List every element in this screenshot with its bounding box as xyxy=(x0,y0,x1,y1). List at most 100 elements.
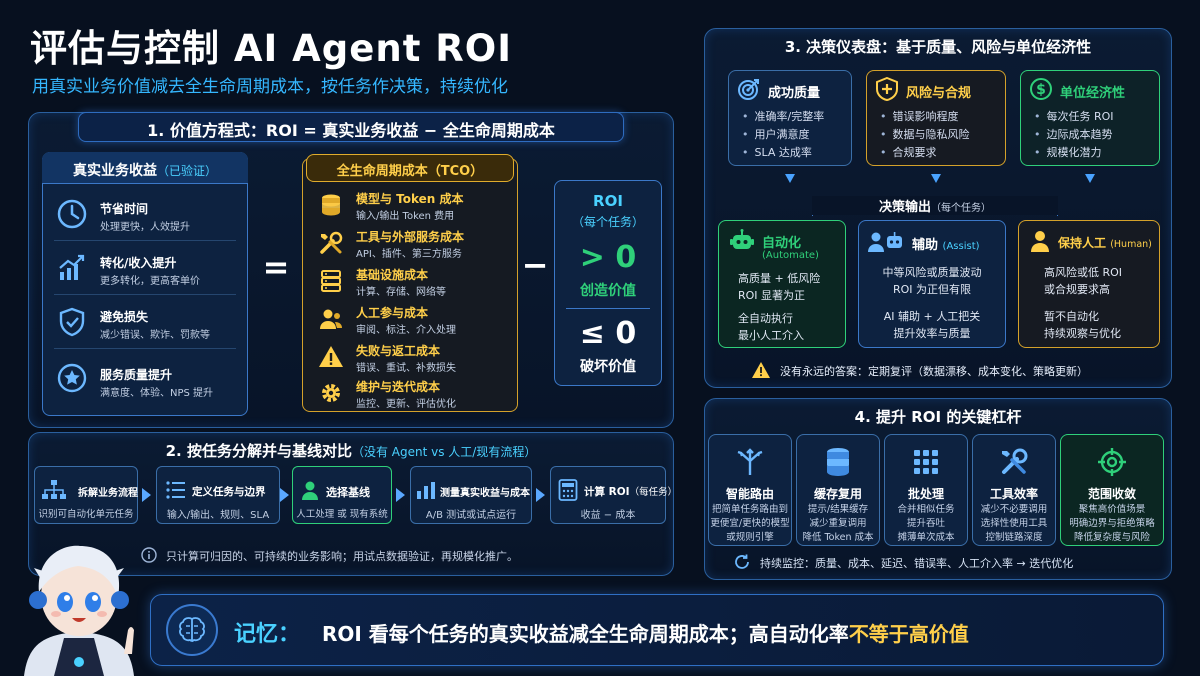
tco-item-desc: 审阅、标注、介入处理 xyxy=(356,325,456,336)
gear-icon xyxy=(316,378,346,408)
lever-title: 工具效率 xyxy=(989,487,1038,501)
dimension-item: 边际成本趋势 xyxy=(1034,126,1113,142)
lever-title: 范围收敛 xyxy=(1087,487,1136,501)
star-icon xyxy=(54,360,90,396)
grid-icon xyxy=(885,443,967,481)
output-line: 高风险或低 ROI xyxy=(1044,266,1123,279)
roi-box xyxy=(554,180,662,386)
page-title: 评估与控制 AI Agent ROI xyxy=(30,27,512,70)
decision-output-title: 决策输出（每个任务） xyxy=(812,196,1058,215)
arrow-right-icon xyxy=(280,488,289,502)
section2-title-note: （没有 Agent vs 人工/现有流程） xyxy=(351,445,537,459)
roi-subtitle: （每个任务） xyxy=(571,215,644,229)
lever-desc: 把简单任务路由到 更便宜/更快的模型 或规则引擎 xyxy=(710,504,790,543)
section2-title: 2. 按任务分解并与基线对比（没有 Agent vs 人工/现有流程） xyxy=(28,440,674,461)
lever-title: 智能路由 xyxy=(725,487,774,501)
footer-label: 记忆： xyxy=(234,622,301,647)
divider xyxy=(54,240,236,241)
output-title-text: 辅助 xyxy=(912,238,939,253)
dimension-item: 合规要求 xyxy=(880,144,937,160)
section4-title: 4. 提升 ROI 的关键杠杆 xyxy=(854,408,1022,426)
coins-icon xyxy=(316,190,346,220)
output-line: 全自动执行 xyxy=(738,312,793,325)
tco-item-label: 基础设施成本 xyxy=(356,268,429,282)
step-label: 选择基线 xyxy=(326,486,370,499)
step-desc: A/B 测试或试点运行 xyxy=(425,510,517,521)
clock-icon xyxy=(54,196,90,232)
step-card xyxy=(410,466,532,524)
dimension-item: 数据与隐私风险 xyxy=(880,126,970,142)
footer-highlight: 不等于高价值 xyxy=(848,622,969,646)
lever-card: 批处理 合并相似任务 提升吞吐 摊薄单次成本 xyxy=(884,434,968,546)
lever-card: 智能路由 把简单任务路由到 更便宜/更快的模型 或规则引擎 xyxy=(708,434,792,546)
trend-up-icon xyxy=(54,250,90,286)
robot-icon xyxy=(728,228,756,254)
output-line: 中等风险或质量波动 xyxy=(882,266,982,279)
lever-title: 批处理 xyxy=(907,487,944,501)
dimension-title: 风险与合规 xyxy=(906,86,972,101)
section1-title: 1. 价值方程式：ROI = 真实业务收益 − 全生命周期成本 xyxy=(147,121,555,140)
revenue-item-label: 服务质量提升 xyxy=(100,368,173,382)
step-desc: 识别可自动化单元任务 xyxy=(38,509,134,520)
lever-card: 缓存复用 提示/结果缓存 减少重复调用 降低 Token 成本 xyxy=(796,434,880,546)
output-en: (Human) xyxy=(1110,239,1152,250)
dimension-item: 错误影响程度 xyxy=(880,108,959,124)
brain-icon xyxy=(166,604,218,656)
roi-title: ROI xyxy=(593,192,623,210)
step-desc: 输入/输出、规则、SLA xyxy=(166,510,270,521)
output-line: 最小人工介入 xyxy=(738,329,804,342)
revenue-item-desc: 满意度、体验、NPS 提升 xyxy=(100,388,214,399)
page-subtitle: 用真实业务价值减去全生命周期成本，按任务作决策，持续优化 xyxy=(32,77,508,97)
crosshair-icon xyxy=(1061,443,1163,481)
arrow-down-icon xyxy=(785,174,795,183)
lever-desc: 聚焦高价值场景 明确边界与拒绝策略 降低复杂度与风险 xyxy=(1069,504,1155,543)
step-label-note: （每任务） xyxy=(629,487,678,498)
dimension-item: 用户满意度 xyxy=(742,126,810,142)
tco-item-desc: 错误、重试、补救损失 xyxy=(356,363,456,374)
output-line: 提升效率与质量 xyxy=(893,327,971,340)
tco-header xyxy=(306,154,514,182)
tco-item-desc: 输入/输出 Token 费用 xyxy=(356,211,455,222)
step-label: 计算 ROI（每任务） xyxy=(584,484,677,499)
revenue-title-note: （已验证） xyxy=(156,164,217,178)
revenue-title-text: 真实业务收益 xyxy=(72,163,157,179)
section3-title: 3. 决策仪表盘：基于质量、风险与单位经济性 xyxy=(784,38,1092,56)
footer-text-main: ROI 看每个任务的真实收益减全生命周期成本；高自动化率 xyxy=(322,622,849,646)
tco-item-desc: 监控、更新、评估优化 xyxy=(356,399,456,410)
tco-item-label: 模型与 Token 成本 xyxy=(356,192,464,206)
assist-icon xyxy=(866,228,906,254)
output-line: 持续观察与优化 xyxy=(1044,327,1121,340)
warning-icon xyxy=(316,342,346,372)
arrow-down-icon xyxy=(1085,174,1095,183)
output-title-text: 保持人工 xyxy=(1058,236,1107,250)
lever-desc: 提示/结果缓存 减少重复调用 降低 Token 成本 xyxy=(802,504,874,543)
divider xyxy=(54,348,236,349)
minus-sign: − xyxy=(521,246,549,284)
tco-item-desc: 计算、存储、网络等 xyxy=(356,287,446,298)
output-line: ROI 显著为正 xyxy=(738,289,806,302)
section2-title-text: 2. 按任务分解并与基线对比 xyxy=(165,442,352,460)
revenue-item-desc: 更多转化，更高客单价 xyxy=(100,276,200,287)
info-icon xyxy=(140,546,158,564)
people-icon xyxy=(316,304,346,334)
revenue-item-label: 节省时间 xyxy=(100,202,149,216)
shield-plus-icon xyxy=(874,76,900,102)
roi-negative-label: 破坏价值 xyxy=(580,359,636,375)
output-line: 暂不自动化 xyxy=(1044,310,1099,323)
arrow-right-icon xyxy=(142,488,151,502)
dimension-item: 每次任务 ROI xyxy=(1034,108,1114,124)
section2-note: 只计算可归因的、可持续的业务影响；用试点数据验证，再规模化推广。 xyxy=(166,550,518,563)
bar-chart-icon xyxy=(414,478,438,502)
output-en: (Assist) xyxy=(942,241,980,252)
equals-sign: = xyxy=(262,248,290,286)
output-line: 高质量 + 低风险 xyxy=(738,272,821,285)
target-icon xyxy=(736,76,762,102)
shield-check-icon xyxy=(54,304,90,340)
step-label-text: 计算 ROI xyxy=(584,486,630,498)
divider xyxy=(566,308,650,309)
output-en: (Automate) xyxy=(762,250,819,261)
roi-negative: ≤ 0 xyxy=(579,316,637,351)
revenue-box xyxy=(42,152,248,416)
lever-card: 工具效率 减少不必要调用 选择性使用工具 控制链路深度 xyxy=(972,434,1056,546)
dimension-item: SLA 达成率 xyxy=(742,144,812,160)
